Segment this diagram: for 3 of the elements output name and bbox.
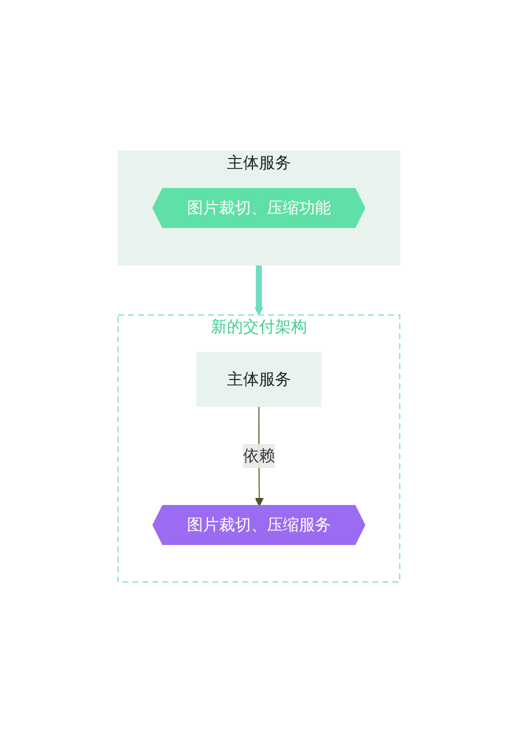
edge-label: 依赖: [243, 446, 275, 464]
arrow: [254, 264, 264, 315]
node-box: 主体服务: [196, 352, 322, 406]
